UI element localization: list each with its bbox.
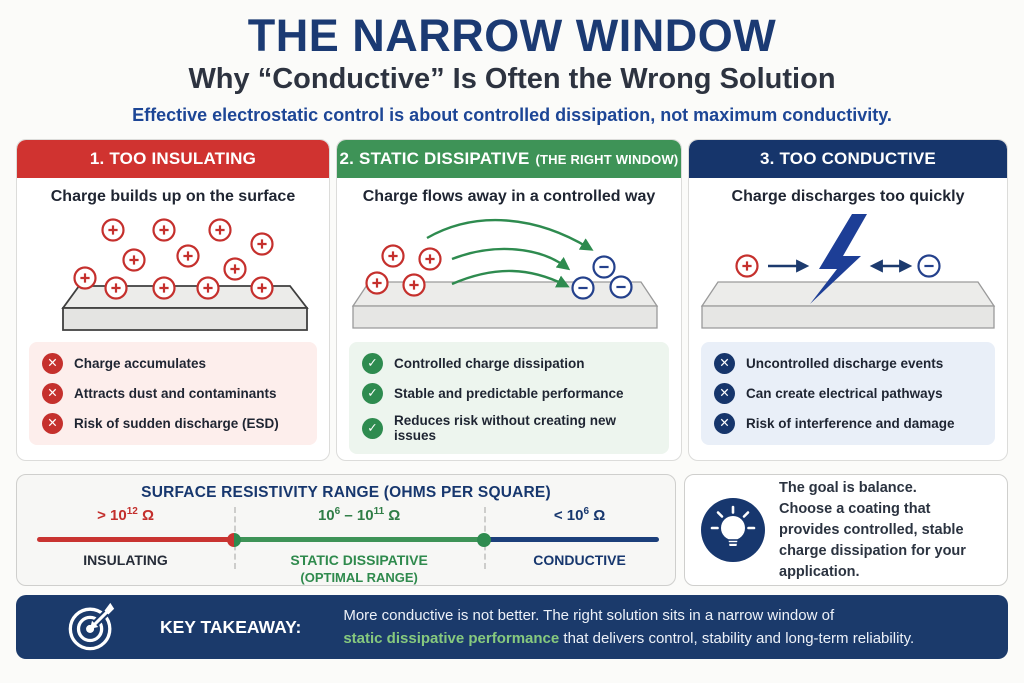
list-item: ✓ Controlled charge dissipation <box>362 353 656 375</box>
panel1-findings-list: ✕ Charge accumulates ✕ Attracts dust and… <box>29 342 317 446</box>
takeaway-highlight: static dissipative performance <box>343 630 560 648</box>
key-takeaway-bar: KEY TAKEAWAY: More conductive is not bet… <box>16 595 1008 660</box>
resistivity-scale: SURFACE RESISTIVITY RANGE (OHMS PER SQUA… <box>16 474 676 587</box>
goal-title: The goal is balance. <box>779 479 917 496</box>
bottom-row: SURFACE RESISTIVITY RANGE (OHMS PER SQUA… <box>16 474 1008 587</box>
list-item: ✕ Uncontrolled discharge events <box>714 353 982 375</box>
list-item: ✕ Risk of sudden discharge (ESD) <box>42 413 304 435</box>
insulating-label: INSULATING <box>83 552 168 569</box>
x-circle-icon: ✕ <box>714 413 735 435</box>
panel2-title: 2. STATIC DISSIPATIVE <box>339 149 530 169</box>
x-circle-icon: ✕ <box>714 383 735 405</box>
goal-card: The goal is balance. Choose a coating th… <box>684 474 1008 587</box>
list-item-label: Charge accumulates <box>74 356 207 372</box>
panel3-findings-list: ✕ Uncontrolled discharge events ✕ Can cr… <box>701 342 995 446</box>
list-item: ✕ Charge accumulates <box>42 353 304 375</box>
list-item: ✓ Reduces risk without creating new issu… <box>362 413 656 443</box>
x-circle-icon: ✕ <box>42 413 63 435</box>
charge-buildup-illustration <box>61 218 309 332</box>
conductive-label: CONDUCTIVE <box>533 552 626 569</box>
panels-row: 1. TOO INSULATING Charge builds up on th… <box>16 139 1008 462</box>
dissipative-range: 106 – 1011 Ω <box>317 506 401 525</box>
goal-text: The goal is balance. Choose a coating th… <box>779 478 991 583</box>
list-item: ✕ Attracts dust and contaminants <box>42 383 304 405</box>
insulating-range: > 1012 Ω <box>97 506 155 525</box>
check-circle-icon: ✓ <box>362 353 383 375</box>
takeaway-line1: More conductive is not better. The right… <box>343 607 835 624</box>
list-item-label: Risk of interference and damage <box>746 416 955 432</box>
takeaway-label: KEY TAKEAWAY: <box>160 616 302 637</box>
target-icon <box>68 603 115 651</box>
controlled-dissipation-illustration <box>351 219 659 329</box>
list-item-label: Risk of sudden discharge (ESD) <box>74 416 279 432</box>
panel2-findings-list: ✓ Controlled charge dissipation ✓ Stable… <box>349 342 669 455</box>
header-section: THE NARROW WINDOW Why “Conductive” Is Of… <box>16 12 1008 126</box>
panel2-title-suffix: (THE RIGHT WINDOW) <box>535 151 679 167</box>
panel-too-conductive: 3. TOO CONDUCTIVE Charge discharges too … <box>688 139 1008 462</box>
scale-title: SURFACE RESISTIVITY RANGE (OHMS PER SQUA… <box>141 484 551 502</box>
list-item: ✓ Stable and predictable performance <box>362 383 656 405</box>
goal-body: Choose a coating that provides controlle… <box>779 500 966 580</box>
list-item-label: Uncontrolled discharge events <box>746 356 944 372</box>
rapid-discharge-illustration <box>700 214 996 329</box>
list-item-label: Stable and predictable performance <box>394 386 624 402</box>
panel2-header: 2. STATIC DISSIPATIVE (THE RIGHT WINDOW) <box>337 140 681 179</box>
takeaway-text: More conductive is not better. The right… <box>343 604 914 651</box>
scale-dot <box>227 532 242 547</box>
panel1-header: 1. TOO INSULATING <box>17 140 329 179</box>
insulating-segment <box>36 537 235 543</box>
x-circle-icon: ✕ <box>42 353 63 375</box>
scale-dot <box>477 532 492 547</box>
list-item-label: Reduces risk without creating new issues <box>394 413 617 444</box>
dissipative-segment <box>234 537 485 543</box>
list-item: ✕ Risk of interference and damage <box>714 413 982 435</box>
check-circle-icon: ✓ <box>362 383 383 405</box>
takeaway-line2: static dissipative performance that deli… <box>343 630 915 648</box>
lightning-bolt-icon <box>810 214 867 305</box>
panel-static-dissipative: 2. STATIC DISSIPATIVE (THE RIGHT WINDOW)… <box>336 139 682 462</box>
panel1-title: 1. TOO INSULATING <box>89 149 257 169</box>
list-item: ✕ Can create electrical pathways <box>714 383 982 405</box>
page-subtitle: Why “Conductive” Is Often the Wrong Solu… <box>188 63 836 96</box>
lightbulb-icon <box>701 498 765 563</box>
panel3-title: 3. TOO CONDUCTIVE <box>760 149 936 169</box>
x-circle-icon: ✕ <box>714 353 735 375</box>
page-title: THE NARROW WINDOW <box>247 10 777 61</box>
check-circle-icon: ✓ <box>362 417 383 439</box>
panel-too-insulating: 1. TOO INSULATING Charge builds up on th… <box>16 139 330 462</box>
page-tagline: Effective electrostatic control is about… <box>132 105 892 126</box>
list-item-label: Controlled charge dissipation <box>394 356 585 372</box>
list-item-label: Attracts dust and contaminants <box>74 386 277 402</box>
x-circle-icon: ✕ <box>42 383 63 405</box>
panel1-caption: Charge builds up on the surface <box>50 188 296 206</box>
panel2-caption: Charge flows away in a controlled way <box>362 188 656 206</box>
conductive-range: < 106 Ω <box>553 506 606 525</box>
panel3-caption: Charge discharges too quickly <box>731 188 965 206</box>
dissipative-label: STATIC DISSIPATIVE(OPTIMAL RANGE) <box>290 552 428 586</box>
panel3-header: 3. TOO CONDUCTIVE <box>689 140 1007 179</box>
list-item-label: Can create electrical pathways <box>746 386 943 402</box>
conductive-segment <box>484 537 659 543</box>
